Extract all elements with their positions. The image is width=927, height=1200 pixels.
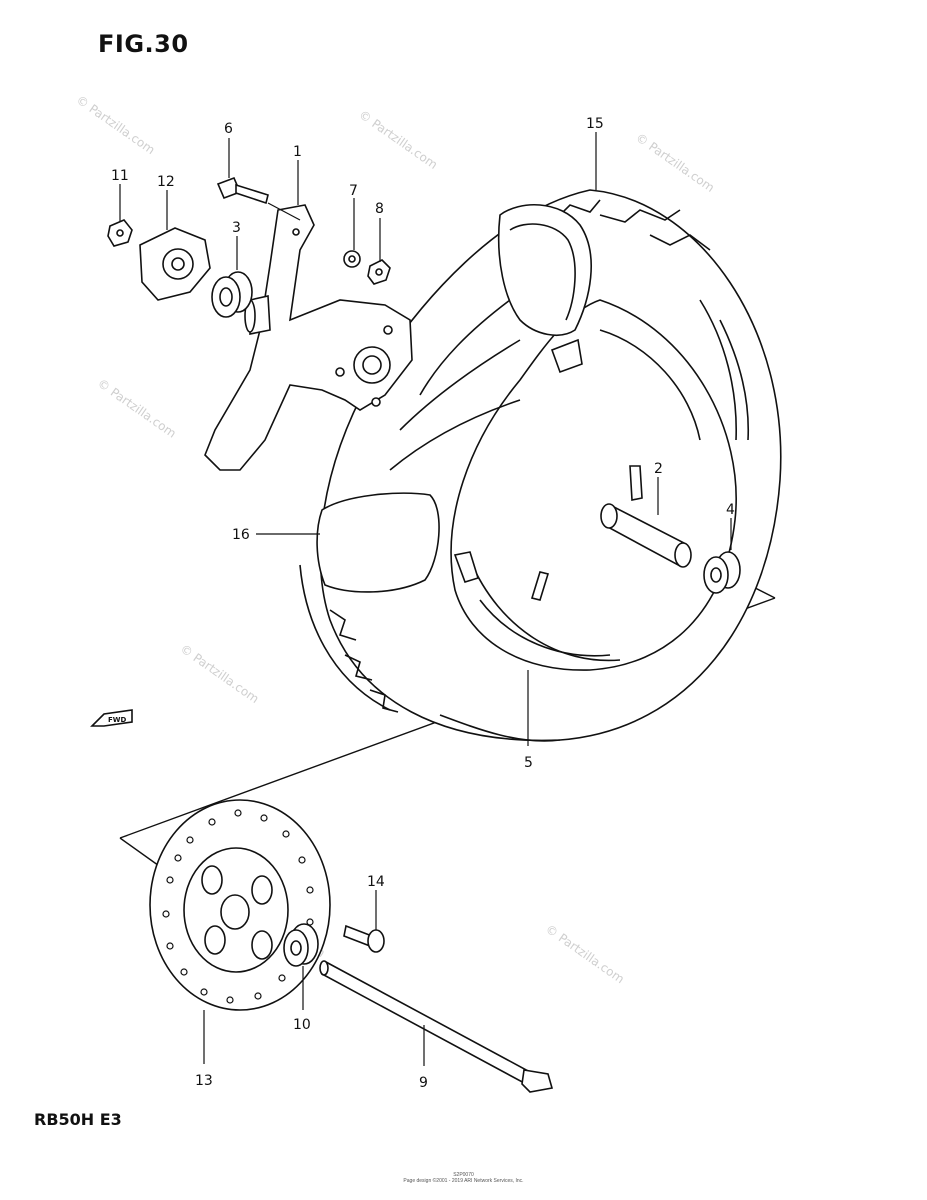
fwd-arrow-icon: FWD	[90, 709, 133, 727]
callout-2: 2	[654, 461, 663, 477]
callout-8: 8	[375, 201, 384, 217]
bolt-14	[343, 924, 385, 953]
callout-14: 14	[367, 874, 385, 890]
model-label: RB50H E3	[34, 1110, 122, 1129]
collar-10	[283, 923, 319, 967]
watermark: © Partzilla.com	[356, 107, 440, 172]
washer-7	[343, 250, 361, 268]
leader-lines	[119, 132, 732, 1066]
callout-15: 15	[586, 116, 604, 132]
callout-9: 9	[419, 1075, 428, 1091]
figure-title: FIG.30	[98, 30, 189, 58]
callouts: 1 2 3 4 5 6 7 8 9 10 11 12 13 14 15 16	[111, 116, 735, 1091]
axle-spacer	[600, 503, 692, 568]
callout-6: 6	[224, 121, 233, 137]
wheel-hub	[204, 204, 413, 471]
watermark: © Partzilla.com	[178, 641, 262, 706]
fwd-label: FWD	[108, 716, 127, 724]
callout-12: 12	[157, 174, 175, 190]
watermark: © Partzilla.com	[95, 376, 179, 441]
watermark: © Partzilla.com	[74, 93, 158, 158]
callout-7: 7	[349, 183, 358, 199]
footer-code: S2P0070	[453, 1172, 474, 1178]
footer-copyright: Page design ©2001 - 2019 ARI Network Ser…	[403, 1178, 524, 1184]
axle-9	[319, 960, 554, 1093]
speedometer-gearbox	[139, 227, 211, 301]
callout-1: 1	[293, 144, 302, 160]
nut-8	[367, 259, 391, 285]
bolt-6	[216, 176, 269, 205]
watermark: © Partzilla.com	[633, 130, 717, 195]
bearing-left	[211, 271, 253, 318]
callout-5: 5	[524, 755, 533, 771]
callout-13: 13	[195, 1073, 213, 1089]
brake-disc-holes	[162, 809, 314, 1004]
callout-4: 4	[726, 502, 735, 518]
callout-11: 11	[111, 168, 129, 184]
nut-11	[107, 219, 133, 247]
bearing-right	[703, 551, 741, 594]
callout-10: 10	[293, 1017, 311, 1033]
callout-3: 3	[232, 220, 241, 236]
tire	[299, 189, 782, 742]
callout-16: 16	[232, 527, 250, 543]
watermark: © Partzilla.com	[543, 922, 627, 987]
